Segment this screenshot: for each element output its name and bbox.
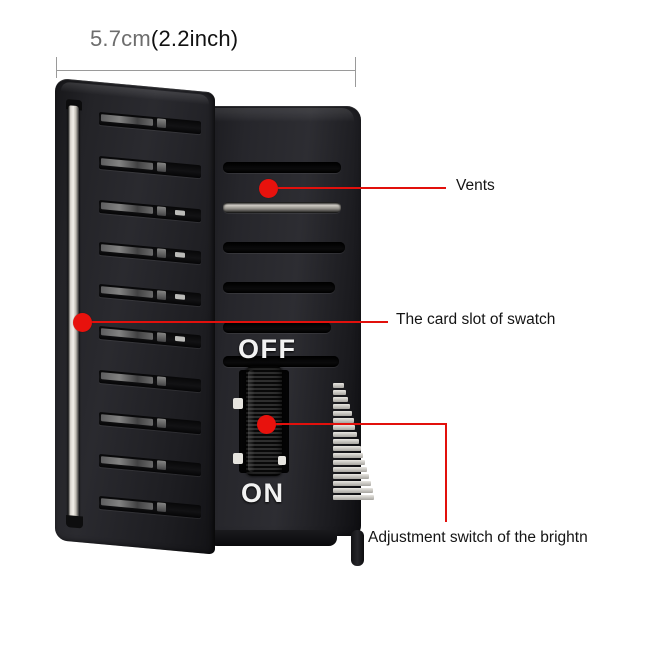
dial-pip-top: [233, 398, 243, 409]
scale-tick: [333, 397, 348, 402]
switch-label-on: ON: [241, 478, 285, 508]
rib-chip-small: [157, 206, 166, 217]
annotation-brightness: Adjustment switch of the brightn: [368, 529, 588, 546]
scale-tick: [333, 488, 373, 493]
dimension-tick-left: [56, 57, 57, 78]
bezel-highlight: [61, 81, 209, 106]
rib-chip: [101, 286, 153, 298]
card-slot-foot: [66, 515, 83, 529]
scale-tick: [333, 390, 346, 395]
scale-tick: [333, 495, 375, 500]
bezel-vent-rib: [99, 284, 201, 307]
scale-tick: [333, 432, 358, 437]
bezel-vent-rib: [99, 496, 201, 519]
scale-tick: [333, 439, 360, 444]
rib-chip: [101, 328, 153, 340]
scale-tick: [333, 467, 367, 472]
rib-chip: [101, 158, 153, 170]
switch-label-off: OFF: [238, 334, 297, 364]
rib-chip: [101, 498, 153, 510]
bezel-vent-rib: [99, 370, 201, 393]
side-button: [351, 530, 364, 566]
dimension-label: 5.7cm(2.2inch): [90, 26, 360, 52]
rib-chip: [101, 244, 153, 256]
annotation-vents: Vents: [456, 177, 495, 194]
rib-chip-small: [157, 118, 166, 129]
rib-chip: [101, 202, 153, 214]
dimension-bar: [56, 70, 356, 71]
scale-tick: [333, 411, 352, 416]
scale-tick: [333, 460, 365, 465]
dial-highlight: [248, 370, 255, 472]
rib-chip-small: [157, 248, 166, 259]
rib-chip-small: [157, 502, 166, 513]
rib-nub: [175, 293, 185, 300]
rib-chip-small: [157, 162, 166, 173]
brightness-scale: [333, 383, 381, 501]
vent-slot: [223, 322, 331, 333]
scale-tick: [333, 446, 362, 451]
dimension-imperial: (2.2inch): [150, 26, 239, 51]
scale-tick: [333, 383, 344, 388]
scale-tick: [333, 425, 356, 430]
leader-line-brightness-h: [265, 423, 447, 425]
rib-chip-small: [157, 332, 166, 343]
scale-tick: [333, 418, 354, 423]
bezel-vent-rib: [99, 200, 201, 223]
rib-nub: [175, 335, 185, 342]
vent-slot: [223, 282, 335, 293]
leader-line-card-slot: [82, 321, 388, 323]
leader-line-brightness-v: [445, 423, 447, 522]
scale-tick: [333, 481, 371, 486]
leader-line-vents: [268, 187, 446, 189]
scale-tick: [333, 474, 369, 479]
scale-tick: [333, 404, 350, 409]
vent-slot: [223, 242, 345, 253]
face-highlight: [209, 108, 354, 122]
bezel-vent-rib: [99, 156, 201, 179]
vent-slot: [223, 356, 339, 367]
dimension-metric: 5.7cm: [90, 26, 151, 51]
scale-tick: [333, 453, 363, 458]
dial-pip-side: [278, 456, 286, 465]
vent-slot: [223, 162, 341, 173]
rib-chip-small: [157, 290, 166, 301]
device-body: OFF ON: [55, 78, 375, 566]
bezel-vent-rib: [99, 454, 201, 477]
annotation-card-slot: The card slot of swatch: [396, 311, 556, 328]
callout-dot-vents: [259, 179, 278, 198]
rib-chip: [101, 414, 153, 426]
rib-chip-small: [157, 376, 166, 387]
bezel-vent-rib: [99, 242, 201, 265]
rib-chip: [101, 456, 153, 468]
callout-dot-card-slot: [73, 313, 92, 332]
callout-dot-brightness: [257, 415, 276, 434]
vent-slot-lit: [223, 202, 341, 213]
rib-chip: [101, 114, 153, 126]
rib-nub: [175, 209, 185, 216]
rib-chip-small: [157, 460, 166, 471]
card-slot-strip: [68, 105, 79, 521]
rib-nub: [175, 251, 185, 258]
bezel-vent-rib: [99, 326, 201, 349]
bezel-vent-rib: [99, 412, 201, 435]
device-foot: [207, 530, 337, 546]
bezel-vent-rib: [99, 112, 201, 135]
rib-chip-small: [157, 418, 166, 429]
dial-pip-bottom: [233, 453, 243, 464]
dimension-tick-right: [355, 57, 356, 87]
rib-chip: [101, 372, 153, 384]
